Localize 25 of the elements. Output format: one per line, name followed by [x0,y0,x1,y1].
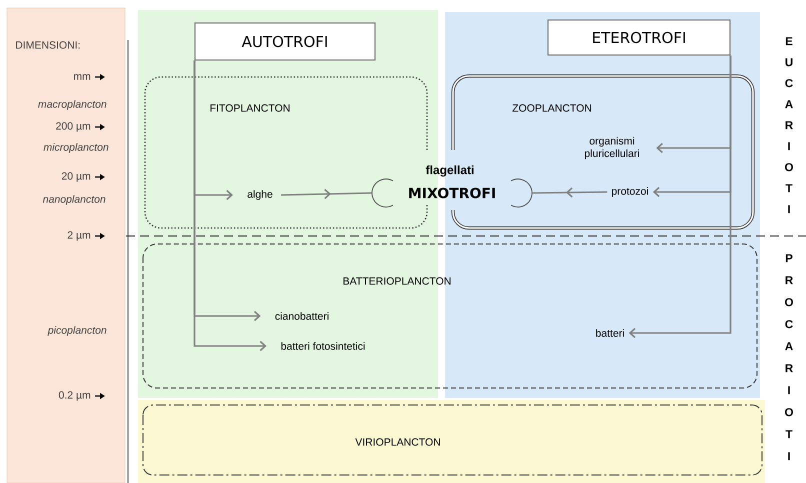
size-label: picoplancton [48,326,106,336]
size-label: microplancton [44,143,108,153]
size-label: 200 µm [56,122,90,132]
size-label: mm [74,74,90,80]
size-label: nanoplancton [42,195,106,205]
vertical-label: PROCARIOTI [785,254,793,460]
node-label: MIXOTROFI [409,188,495,198]
size-label: macroplancton [38,100,106,110]
item-label: batteri [596,329,624,337]
size-label: DIMENSIONI: [16,41,80,49]
item-label: protozoi [612,187,648,197]
header-box: ETEROTROFI [548,20,730,56]
item-label: cianobatteri [275,312,328,320]
arrow [194,60,266,352]
vertical-label: EUCARIOTI [785,37,793,214]
size-label: 0.2 µm [58,391,90,401]
header-box: AUTOTROFI [194,22,376,60]
group-frame: VIRIOPLANCTON [142,404,762,476]
node-label: flagellati [426,165,474,177]
item-label: batteri fotosintetici [281,342,365,350]
size-label: 20 µm [62,172,90,182]
item-label: alghe [248,190,272,200]
arrow [628,56,732,338]
size-label: 2 µm [68,231,90,241]
item-label: organismi pluricellulari [584,136,639,160]
